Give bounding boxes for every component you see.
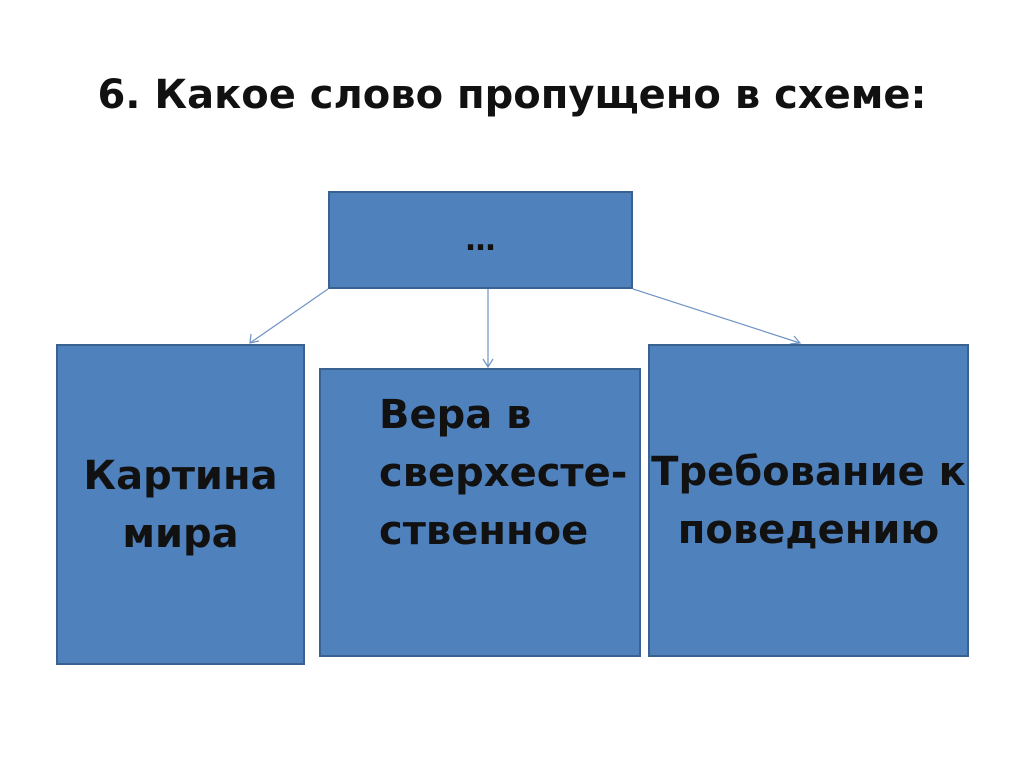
slide-title: 6. Какое слово пропущено в схеме: [97,72,927,118]
arrowhead-right [789,335,802,345]
missing-word-text: … [465,222,496,258]
supernatural-belief-text: Вера в сверхесте-ственное [379,392,628,554]
worldview-box: Картина мира [56,344,305,665]
arrowhead-left [249,333,260,344]
behavior-requirement-text: Требование к поведению [651,448,966,553]
worldview-text: Картина мира [83,452,278,557]
arrow-to-left-box [249,288,329,344]
behavior-requirement-box: Требование к поведению [648,344,969,657]
supernatural-belief-box: Вера в сверхесте-ственное [319,368,641,657]
arrowhead-middle [482,358,494,369]
missing-word-box: … [328,191,633,289]
arrow-to-right-box [632,288,801,344]
